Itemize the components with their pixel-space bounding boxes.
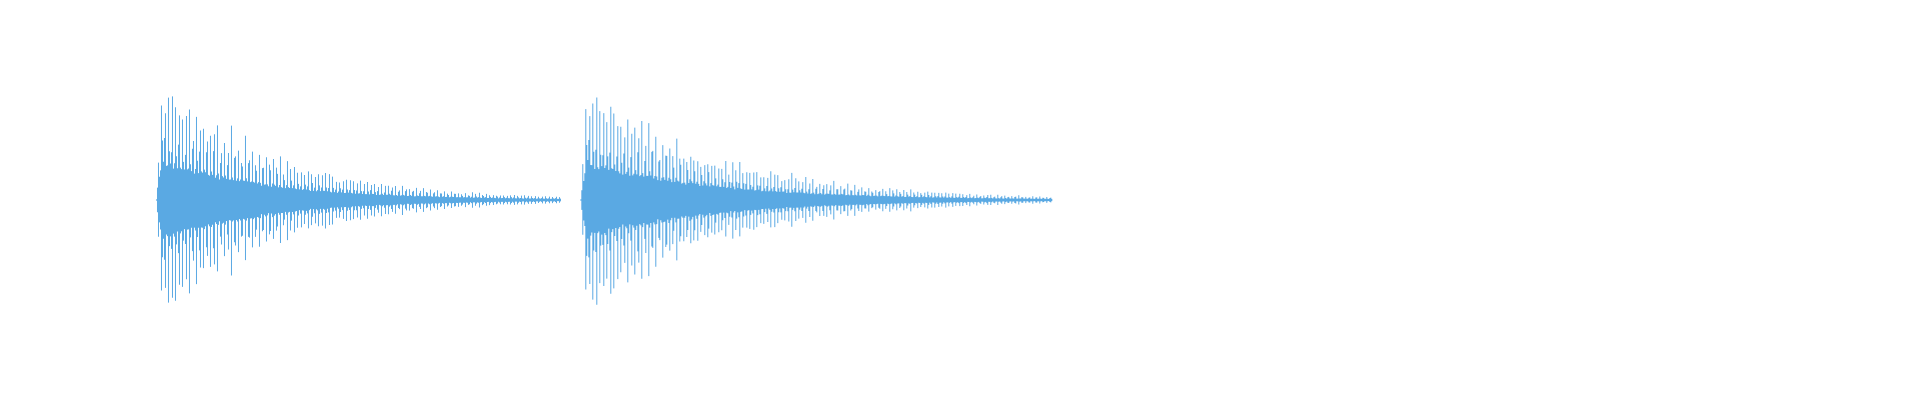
waveform-burst-2-path [580,97,1053,305]
waveform-burst-1 [155,96,561,303]
waveform-group [155,96,1053,305]
waveform-burst-1-path [155,96,561,303]
waveform-burst-2 [580,97,1053,305]
